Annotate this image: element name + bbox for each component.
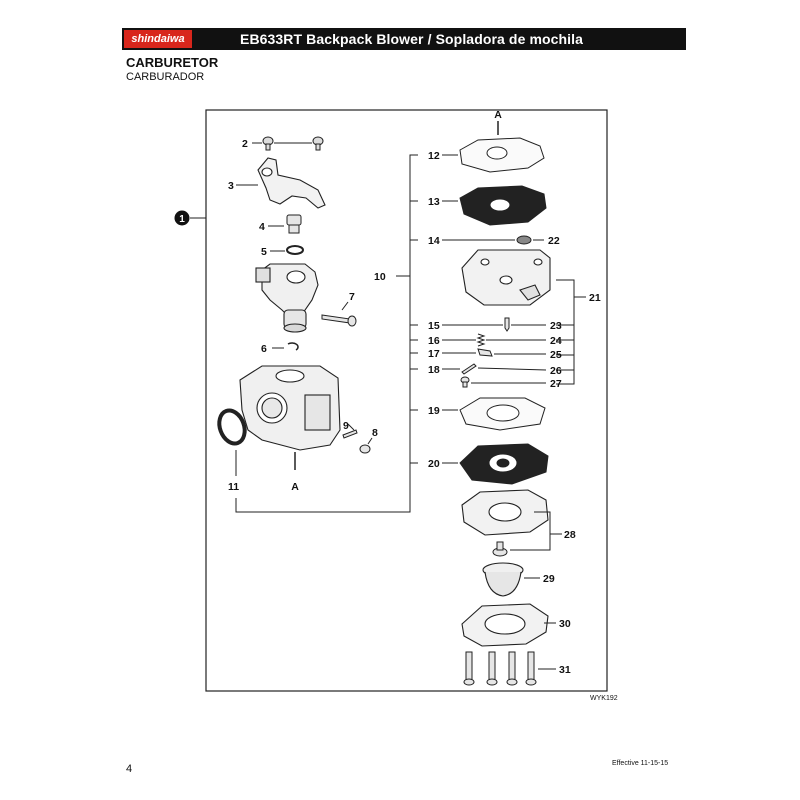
part-screw-7 <box>321 314 357 327</box>
part-lever-25 <box>477 348 493 357</box>
part-diaphragm-13 <box>459 185 547 226</box>
ref-letter-top: A <box>494 109 502 121</box>
part-screw-27 <box>460 376 470 388</box>
section-title: CARBURETOR <box>126 55 219 70</box>
callout-15: 15 <box>428 320 440 332</box>
part-oring-5 <box>286 245 304 255</box>
callout-4: 4 <box>259 221 265 233</box>
callout-5: 5 <box>261 246 267 258</box>
part-bracket-3 <box>257 157 326 209</box>
ref-letter-bottom: A <box>291 481 299 493</box>
part-needle-23 <box>504 317 510 332</box>
callout-26: 26 <box>550 365 562 377</box>
part-gasket-19 <box>459 397 546 431</box>
callout-9: 9 <box>343 420 349 432</box>
callout-25: 25 <box>550 349 562 361</box>
callout-12: 12 <box>428 150 440 162</box>
brand-text: shindaiwa <box>131 33 185 45</box>
brand-logo: shindaiwa <box>124 30 192 48</box>
part-carburetor-body <box>239 365 341 451</box>
callout-8: 8 <box>372 427 378 439</box>
callout-7: 7 <box>349 291 355 303</box>
callout-22: 22 <box>548 235 560 247</box>
diagram-code: WYK192 <box>590 695 618 702</box>
part-diaphragm-20 <box>459 443 549 485</box>
callout-11: 11 <box>228 481 239 493</box>
callout-24: 24 <box>550 335 562 347</box>
callout-18: 18 <box>428 364 440 376</box>
assembly-number: 1 <box>179 214 185 225</box>
section-subtitle: CARBURADOR <box>126 71 205 83</box>
callout-21: 21 <box>589 292 601 304</box>
callout-31: 31 <box>559 664 571 676</box>
part-cover-plate-30 <box>461 603 549 647</box>
part-metering-body <box>461 249 551 306</box>
part-primer-bulb-29 <box>482 562 524 597</box>
part-pump-cover <box>461 489 549 536</box>
page-header-title: EB633RT Backpack Blower / Sopladora de m… <box>240 31 584 47</box>
part-screw-9 <box>342 429 358 439</box>
callout-2: 2 <box>242 138 248 150</box>
callout-28: 28 <box>564 529 576 541</box>
assembly-badge <box>174 210 190 226</box>
part-spring-24 <box>476 333 486 347</box>
callout-27: 27 <box>550 378 562 390</box>
part-throttle-housing <box>255 263 319 333</box>
page-number: 4 <box>126 763 133 775</box>
callout-17: 17 <box>428 348 440 360</box>
part-pin-26 <box>461 363 477 375</box>
callout-14: 14 <box>428 235 440 247</box>
part-valve-28 <box>492 541 508 557</box>
callout-29: 29 <box>543 573 555 585</box>
callout-20: 20 <box>428 458 440 470</box>
part-fitting-4 <box>286 214 302 234</box>
part-cap-8 <box>359 444 371 454</box>
callout-13: 13 <box>428 196 440 208</box>
part-clip-6 <box>287 342 299 351</box>
part-screws-31 <box>463 651 537 686</box>
callout-19: 19 <box>428 405 440 417</box>
effective-date: Effective 11-15-15 <box>612 760 669 767</box>
part-gasket-12 <box>459 137 545 173</box>
header-bar <box>122 28 686 50</box>
part-screw-2 <box>262 136 324 151</box>
callout-30: 30 <box>559 618 571 630</box>
callout-6: 6 <box>261 343 267 355</box>
part-seal-22 <box>516 235 532 245</box>
callout-10: 10 <box>374 271 386 283</box>
diagram-frame <box>205 109 608 692</box>
part-gasket-ring-11 <box>217 408 247 446</box>
callout-3: 3 <box>228 180 234 192</box>
callout-16: 16 <box>428 335 440 347</box>
callout-23: 23 <box>550 320 562 332</box>
